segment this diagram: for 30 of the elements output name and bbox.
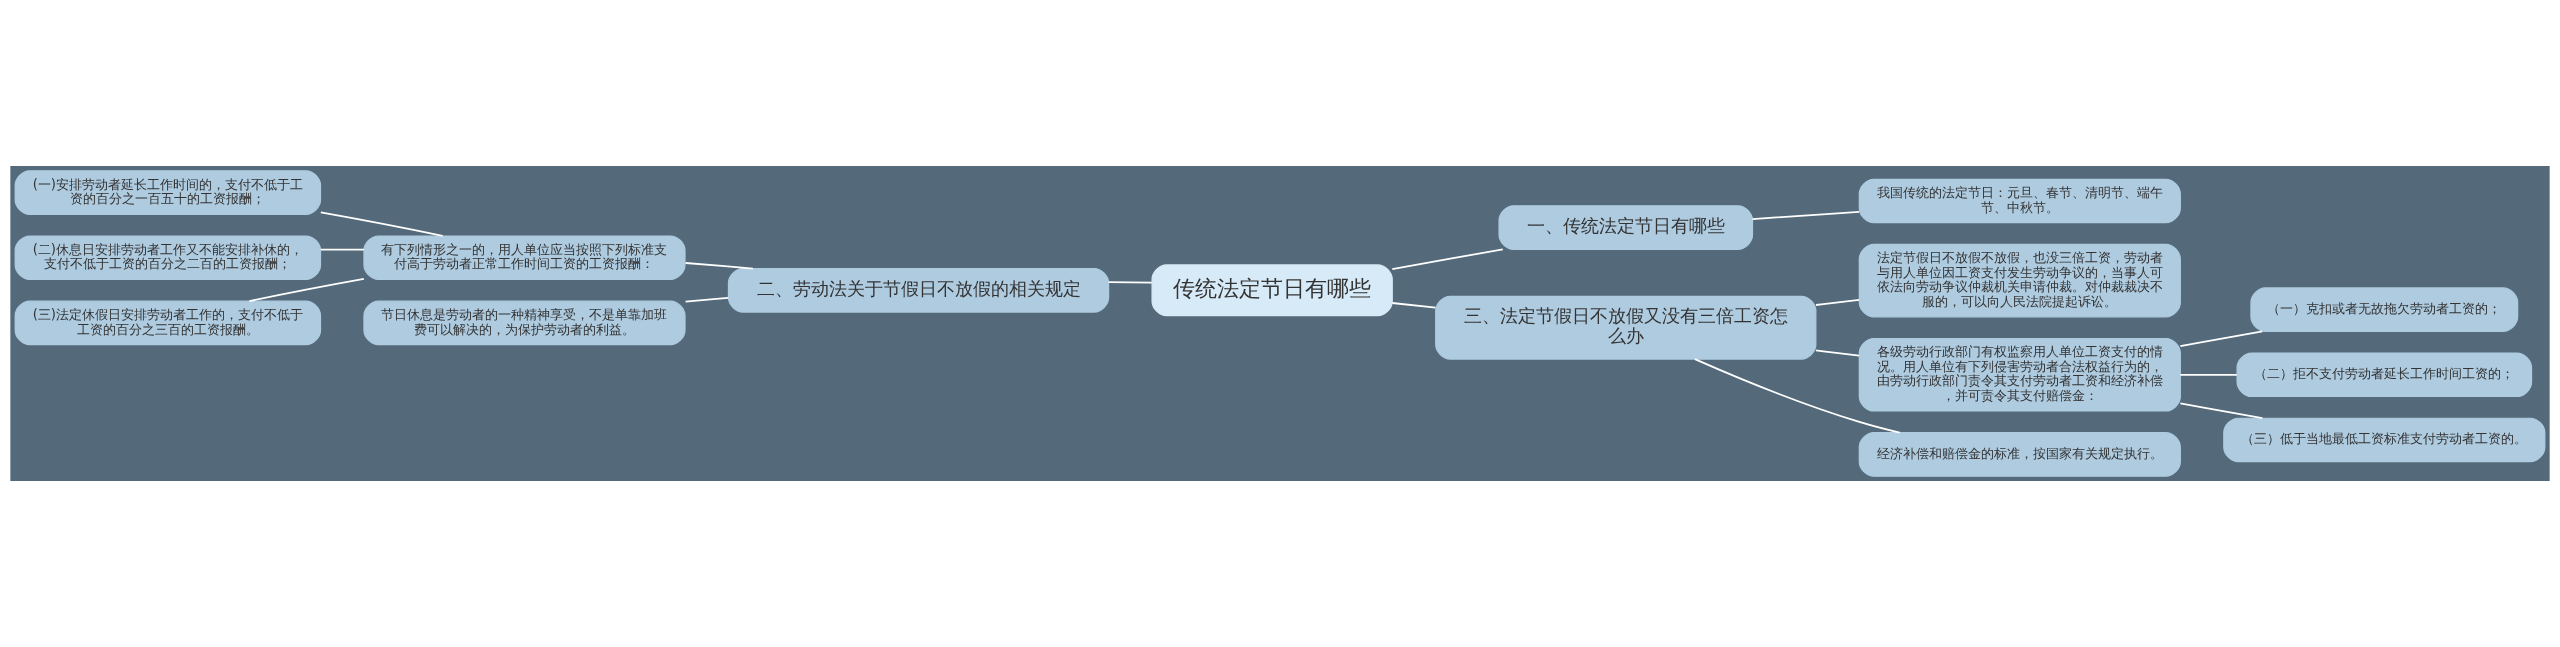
node-box: (三)法定休假日安排劳动者工作的，支付不低于工资的百分之三百的工资报酬。 (14, 300, 322, 346)
node-box: 我国传统的法定节日：元旦、春节、清明节、端午节、中秋节。 (1858, 178, 2181, 224)
connector (1751, 210, 1860, 220)
connector (319, 248, 365, 251)
node-box: (二)休息日安排劳动者工作又不能安排补休的，支付不低于工资的百分之二百的工资报酬； (14, 235, 322, 281)
node-box: （一）克扣或者无故拖欠劳动者工资的； (2250, 287, 2519, 332)
connector (1391, 248, 1504, 270)
connector (1391, 302, 1437, 309)
node-box: 法定节假日不放假不放假，也没三倍工资，劳动者与用人单位因工资支付发生劳动争议的，当事人可依法向劳动争议仲裁机关申请仲裁。对仲裁裁决不服的，可以向人民法院提起诉讼。 (1858, 243, 2181, 318)
node-box: （二）拒不支付劳动者延长工作时间工资的； (2236, 352, 2533, 398)
node-box: 有下列情形之一的，用人单位应当按照下列标准支付高于劳动者正常工作时间工资的工资报酬： (363, 235, 686, 281)
connector (2179, 373, 2238, 376)
connector (2179, 402, 2264, 420)
connector (684, 297, 730, 303)
connector (319, 211, 444, 237)
node-box: 节日休息是劳动者的一种精神享受，不是单靠加班费可以解决的，为保护劳动者的利益。 (363, 300, 686, 346)
node-box: 一、传统法定节日有哪些 (1498, 205, 1754, 250)
connector (2179, 330, 2264, 348)
connector (1694, 358, 1901, 434)
connector (1815, 298, 1861, 306)
node-box: 二、劳动法关于节假日不放假的相关规定 (727, 268, 1110, 313)
node-box: （三）低于当地最低工资标准支付劳动者工资的。 (2223, 417, 2546, 463)
connector (1815, 349, 1861, 357)
node-box: 经济补偿和赔偿金的标准，按国家有关规定执行。 (1858, 432, 2181, 477)
connector (1107, 281, 1153, 284)
node-box: (一)安排劳动者延长工作时间的，支付不低于工资的百分之一百五十的工资报酬； (14, 170, 322, 215)
connector (684, 262, 754, 270)
node-box: 各级劳动行政部门有权监察用人单位工资支付的情况。用人单位有下列侵害劳动者合法权益行为的，由劳动行政部门责令其支付劳动者工资和经济补偿，并可责令其支付赔偿金： (1858, 338, 2181, 412)
node-box: 传统法定节日有哪些 (1151, 264, 1393, 317)
node-box: 三、法定节假日不放假又没有三倍工资怎么办 (1435, 295, 1817, 360)
